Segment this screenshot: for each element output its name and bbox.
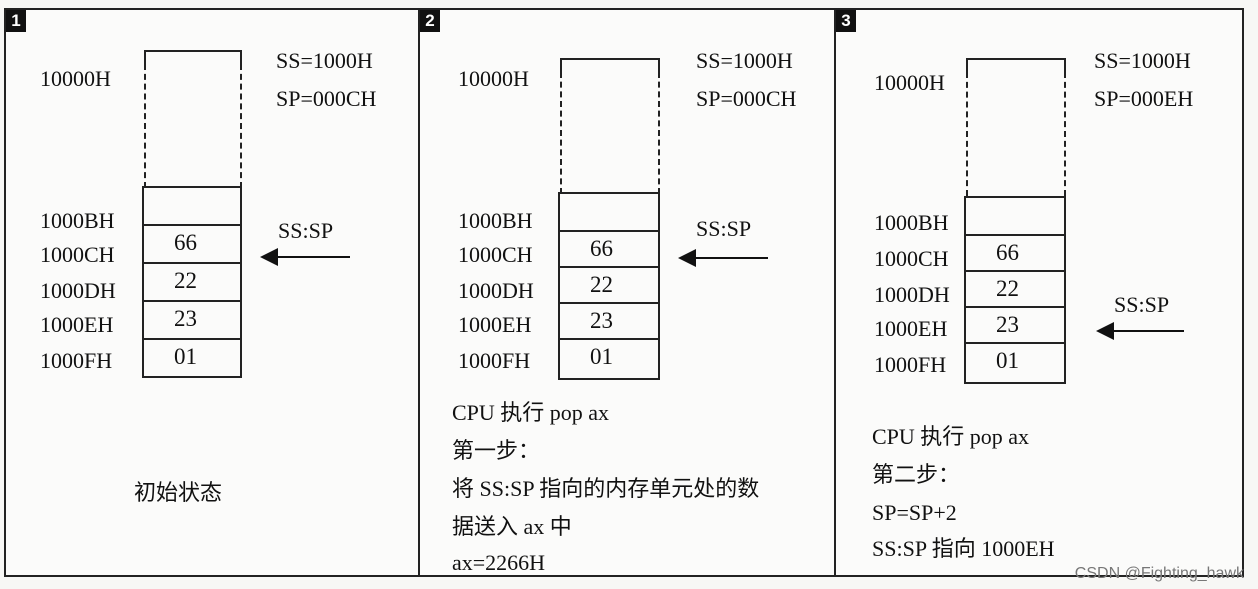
panel-divider: [834, 8, 836, 577]
memory-cell: 23: [142, 300, 242, 338]
caption-line: 将 SS:SP 指向的内存单元处的数: [452, 476, 760, 501]
memory-cell: 22: [142, 262, 242, 300]
memory-cell: 23: [558, 302, 660, 338]
address-label: 1000FH: [40, 348, 113, 373]
address-label: 1000DH: [458, 278, 534, 303]
ss-register: SS=1000H: [276, 48, 373, 73]
pointer-arrow: [678, 249, 768, 267]
memory-cell: [558, 192, 660, 230]
memory-cell: 01: [964, 342, 1066, 384]
address-label: 1000BH: [874, 210, 949, 235]
pointer-label: SS:SP: [696, 216, 752, 241]
memory-cell: 66: [558, 230, 660, 266]
sp-register: SP=000EH: [1094, 86, 1194, 111]
panel-3: 3 10000H SS=1000H SP=000EH 66 22 23 01 1…: [836, 10, 1242, 575]
stack-dashed-left: [560, 72, 564, 194]
panel-number: 2: [420, 10, 440, 32]
address-label: 1000EH: [874, 316, 948, 341]
ss-register: SS=1000H: [1094, 48, 1191, 73]
memory-cell: 01: [142, 338, 242, 378]
panel-2: 2 10000H SS=1000H SP=000CH 66 22 23 01 1…: [420, 10, 834, 575]
memory-cell: 66: [142, 224, 242, 262]
caption-line: 第一步：: [452, 438, 541, 463]
memory-cell: 23: [964, 306, 1066, 342]
stack-top-border: [560, 58, 660, 72]
memory-cell: 66: [964, 234, 1066, 270]
address-label: 1000DH: [874, 282, 950, 307]
caption-line: 初始状态: [134, 480, 223, 505]
stack-top-border: [966, 58, 1066, 72]
caption-line: ax=2266H: [452, 550, 546, 575]
top-address-label: 10000H: [40, 66, 111, 91]
panel-1: 1 10000H SS=1000H SP=000CH 66 22 23 01 1…: [6, 10, 418, 575]
caption-line: 第二步：: [872, 462, 961, 487]
pointer-label: SS:SP: [1114, 292, 1170, 317]
memory-cell: [964, 196, 1066, 234]
address-label: 1000CH: [874, 246, 949, 271]
address-label: 1000CH: [40, 242, 115, 267]
panel-divider: [418, 8, 420, 577]
stack-dashed-right: [658, 72, 662, 194]
caption-line: CPU 执行 pop ax: [452, 400, 610, 425]
stack-dashed-right: [240, 64, 244, 188]
ss-register: SS=1000H: [696, 48, 793, 73]
pointer-arrow: [260, 248, 350, 266]
caption-line: CPU 执行 pop ax: [872, 424, 1030, 449]
address-label: 1000FH: [874, 352, 947, 377]
caption-line: 据送入 ax 中: [452, 514, 572, 539]
pointer-label: SS:SP: [278, 218, 334, 243]
address-label: 1000EH: [458, 312, 532, 337]
address-label: 1000BH: [458, 208, 533, 233]
panel-number: 3: [836, 10, 856, 32]
address-label: 1000BH: [40, 208, 115, 233]
stack-dashed-right: [1064, 72, 1068, 196]
sp-register: SP=000CH: [696, 86, 797, 111]
stack-dashed-left: [966, 72, 970, 196]
diagram-frame: [4, 8, 1244, 577]
watermark: CSDN @Fighting_hawk: [1074, 565, 1244, 582]
panel-number: 1: [6, 10, 26, 32]
address-label: 1000DH: [40, 278, 116, 303]
address-label: 1000FH: [458, 348, 531, 373]
address-label: 1000CH: [458, 242, 533, 267]
memory-cell: 01: [558, 338, 660, 380]
stack-dashed-left: [144, 64, 148, 188]
caption-line: SP=SP+2: [872, 500, 957, 525]
top-address-label: 10000H: [874, 70, 945, 95]
caption-line: SS:SP 指向 1000EH: [872, 536, 1055, 561]
memory-cell: 22: [558, 266, 660, 302]
address-label: 1000EH: [40, 312, 114, 337]
stack-top-border: [144, 50, 242, 64]
pointer-arrow: [1096, 322, 1184, 340]
memory-cell: 22: [964, 270, 1066, 306]
top-address-label: 10000H: [458, 66, 529, 91]
sp-register: SP=000CH: [276, 86, 377, 111]
memory-cell: [142, 186, 242, 224]
